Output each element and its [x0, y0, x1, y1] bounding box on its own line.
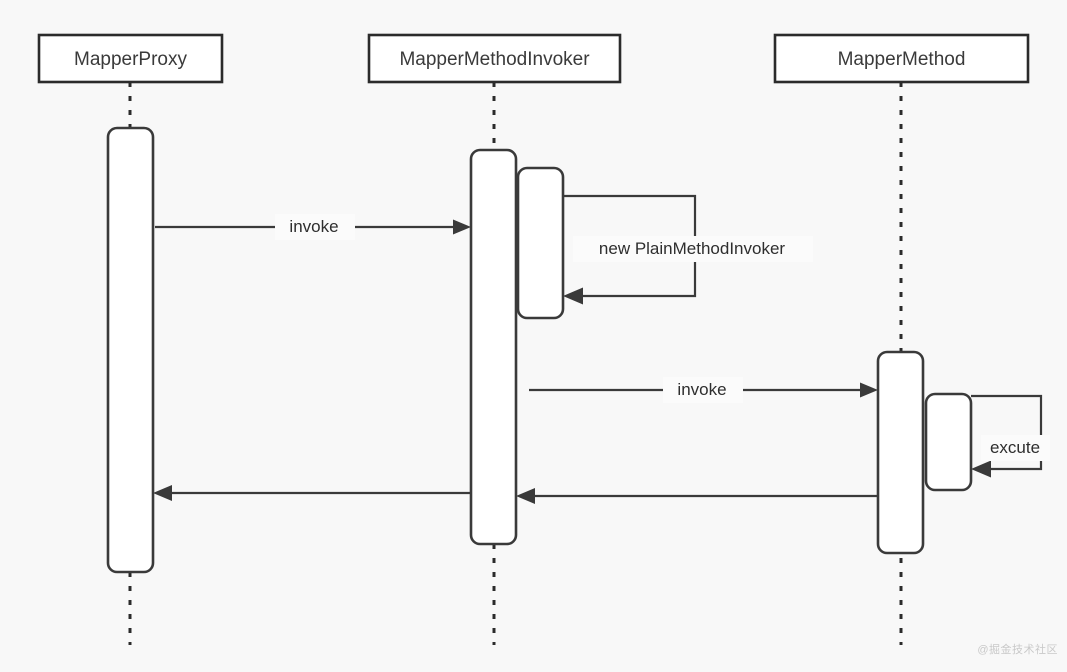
message-new-plain-method-invoker[interactable]: new PlainMethodInvoker [563, 194, 813, 305]
activations-group [106, 126, 973, 574]
message-label-excute: excute [990, 438, 1040, 457]
message-label-invoke-1: invoke [289, 217, 338, 236]
message-label-new-plain-method-invoker: new PlainMethodInvoker [599, 239, 786, 258]
message-invoke-1[interactable]: invoke [155, 214, 471, 240]
arrowhead-return-2 [153, 485, 172, 501]
participant-box-mapper-proxy[interactable] [37, 33, 224, 84]
message-label-invoke-2: invoke [677, 380, 726, 399]
activation-invoker-main[interactable] [469, 148, 518, 546]
activation-invoker-nested[interactable] [516, 166, 565, 320]
message-label-bg-excute [981, 435, 1050, 461]
arrowhead-excute [971, 460, 991, 478]
message-label-bg-invoke-1 [275, 214, 355, 240]
message-excute[interactable]: excute [971, 394, 1050, 478]
participant-label-mapper-method-invoker: MapperMethodInvoker [399, 49, 590, 70]
activation-method-nested[interactable] [924, 392, 973, 492]
participant-box-mapper-method[interactable] [773, 33, 1030, 84]
participant-mapper-method[interactable]: MapperMethod [773, 33, 1030, 84]
participant-mapper-method-invoker[interactable]: MapperMethodInvoker [367, 33, 622, 84]
participant-box-mapper-method-invoker[interactable] [367, 33, 622, 84]
arrowhead-invoke-1 [453, 219, 471, 235]
activation-mapper-proxy[interactable] [106, 126, 155, 574]
message-return-2[interactable] [153, 485, 471, 501]
message-label-bg-new-plain-method-invoker [573, 236, 813, 262]
message-return-1[interactable] [516, 488, 878, 504]
message-line-excute [971, 394, 1043, 471]
watermark-label: @掘金技术社区 [977, 642, 1058, 656]
participant-mapper-proxy[interactable]: MapperProxy [37, 33, 224, 84]
arrowhead-new-plain-method-invoker [563, 287, 583, 305]
arrowhead-invoke-2 [860, 382, 878, 398]
participant-label-mapper-method: MapperMethod [838, 49, 966, 70]
participant-label-mapper-proxy: MapperProxy [74, 49, 187, 70]
activation-method-main[interactable] [876, 350, 925, 555]
message-invoke-2[interactable]: invoke [529, 377, 878, 403]
message-label-bg-invoke-2 [663, 377, 743, 403]
arrowhead-return-1 [516, 488, 535, 504]
